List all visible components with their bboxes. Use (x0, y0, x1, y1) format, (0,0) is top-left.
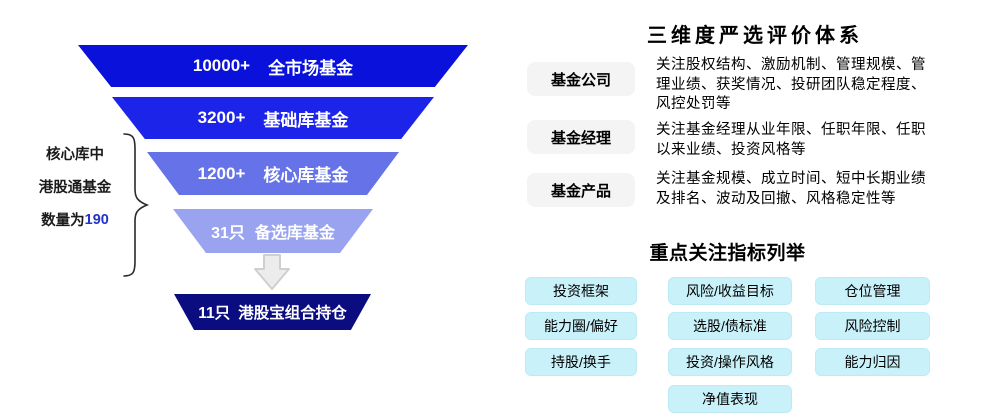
funnel-layer-all-market: 10000+ 全市场基金 (78, 45, 468, 87)
funnel-layer-core-pool: 1200+ 核心库基金 (147, 152, 399, 195)
evaluation-title: 三维度严选评价体系 (647, 25, 863, 47)
funnel-layer-base-pool: 3200+ 基础库基金 (112, 97, 434, 139)
funnel-layer-count: 3200+ (197, 108, 246, 127)
dimension-desc-fund-manager: 关注基金经理从业年限、任职年限、任职 以来业绩、投资风格等 (656, 122, 926, 158)
funnel-layer-candidate-pool: 31只 备选库基金 (173, 209, 373, 253)
funnel-result-portfolio: 11只 港股宝组合持仓 (174, 294, 371, 330)
annotation-prefix: 数量为 (41, 213, 85, 229)
funnel-layer-label: 备选库基金 (254, 225, 335, 242)
dimension-label-fund-company: 基金公司 (527, 62, 635, 96)
indicator-tag-nav-performance: 净值表现 (668, 385, 792, 413)
curly-brace (123, 133, 150, 277)
indicators-title: 重点关注指标列举 (649, 243, 806, 264)
indicator-tag-risk-control: 风险控制 (815, 312, 930, 340)
indicator-tag-operation-style: 投资/操作风格 (668, 348, 792, 376)
funnel-layer-count: 31只 (211, 225, 245, 242)
indicator-tag-position-management: 仓位管理 (815, 277, 930, 305)
dimension-label-fund-product: 基金产品 (527, 173, 635, 207)
funnel-result-label: 港股宝组合持仓 (238, 305, 347, 322)
indicator-tag-stock-bond-criteria: 选股/债标准 (668, 312, 792, 340)
indicator-tag-ability-attribution: 能力归因 (815, 348, 930, 376)
indicator-tag-holding-turnover: 持股/换手 (525, 348, 637, 376)
indicator-tag-risk-return-target: 风险/收益目标 (668, 277, 792, 305)
annotation-line: 核心库中 (46, 147, 104, 163)
dimension-desc-fund-product: 关注基金规模、成立时间、短中长期业绩 及排名、波动及回撤、风格稳定性等 (656, 171, 926, 207)
funnel-layer-count: 10000+ (192, 56, 251, 75)
funnel-layer-count: 1200+ (197, 163, 246, 183)
down-arrow-icon (254, 254, 290, 290)
funnel-layer-label: 全市场基金 (268, 58, 354, 78)
annotation-number: 190 (84, 211, 109, 228)
annotation-line: 港股通基金 (38, 180, 112, 196)
indicator-tag-circle-of-competence: 能力圈/偏好 (525, 312, 637, 340)
funnel-layer-label: 基础库基金 (263, 110, 349, 130)
funnel-layer-label: 核心库基金 (263, 166, 349, 185)
funnel-result-count: 11只 (198, 305, 231, 322)
dimension-desc-fund-company: 关注股权结构、激励机制、管理规模、管 理业绩、获奖情况、投研团队稳定程度、 风控… (656, 57, 926, 112)
indicator-tag-investment-framework: 投资框架 (525, 277, 637, 305)
dimension-label-fund-manager: 基金经理 (527, 120, 635, 154)
